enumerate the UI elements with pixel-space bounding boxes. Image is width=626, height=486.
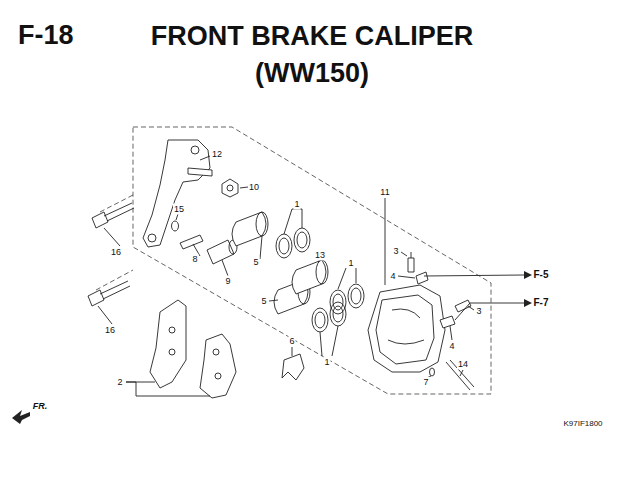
callout-number: 1 (323, 357, 330, 368)
callout-number: 15 (173, 204, 185, 215)
callout-number: 7 (422, 377, 429, 388)
callout-number: 1 (347, 258, 354, 269)
diagram-code: K97IF1800 (563, 420, 602, 428)
callout-number: 4 (448, 341, 455, 352)
front-direction: FR. (33, 402, 48, 411)
callout-number: 6 (288, 336, 295, 347)
page-reference: F-5 (534, 270, 549, 280)
callout-number: 13 (314, 250, 326, 261)
callout-number: 5 (252, 257, 259, 268)
page-code: F-18 (18, 22, 74, 49)
callout-number: 9 (224, 276, 231, 287)
callout-number: 3 (392, 246, 399, 257)
callout-number: 11 (379, 187, 390, 198)
callout-number: 5 (260, 296, 267, 307)
page-reference: F-7 (534, 298, 549, 308)
callout-number: 16 (110, 247, 122, 258)
callout-number: 3 (475, 306, 482, 317)
callout-number: 2 (116, 377, 123, 388)
callout-number: 12 (211, 149, 223, 160)
callout-number: 4 (389, 271, 396, 282)
callout-number: 16 (104, 325, 116, 336)
callout-number: 1 (293, 199, 300, 210)
callout-number: 14 (457, 359, 469, 370)
diagram-title: FRONT BRAKE CALIPER (WW150) (127, 18, 497, 92)
callout-number: 8 (191, 254, 198, 265)
callout-number: 10 (248, 182, 260, 193)
